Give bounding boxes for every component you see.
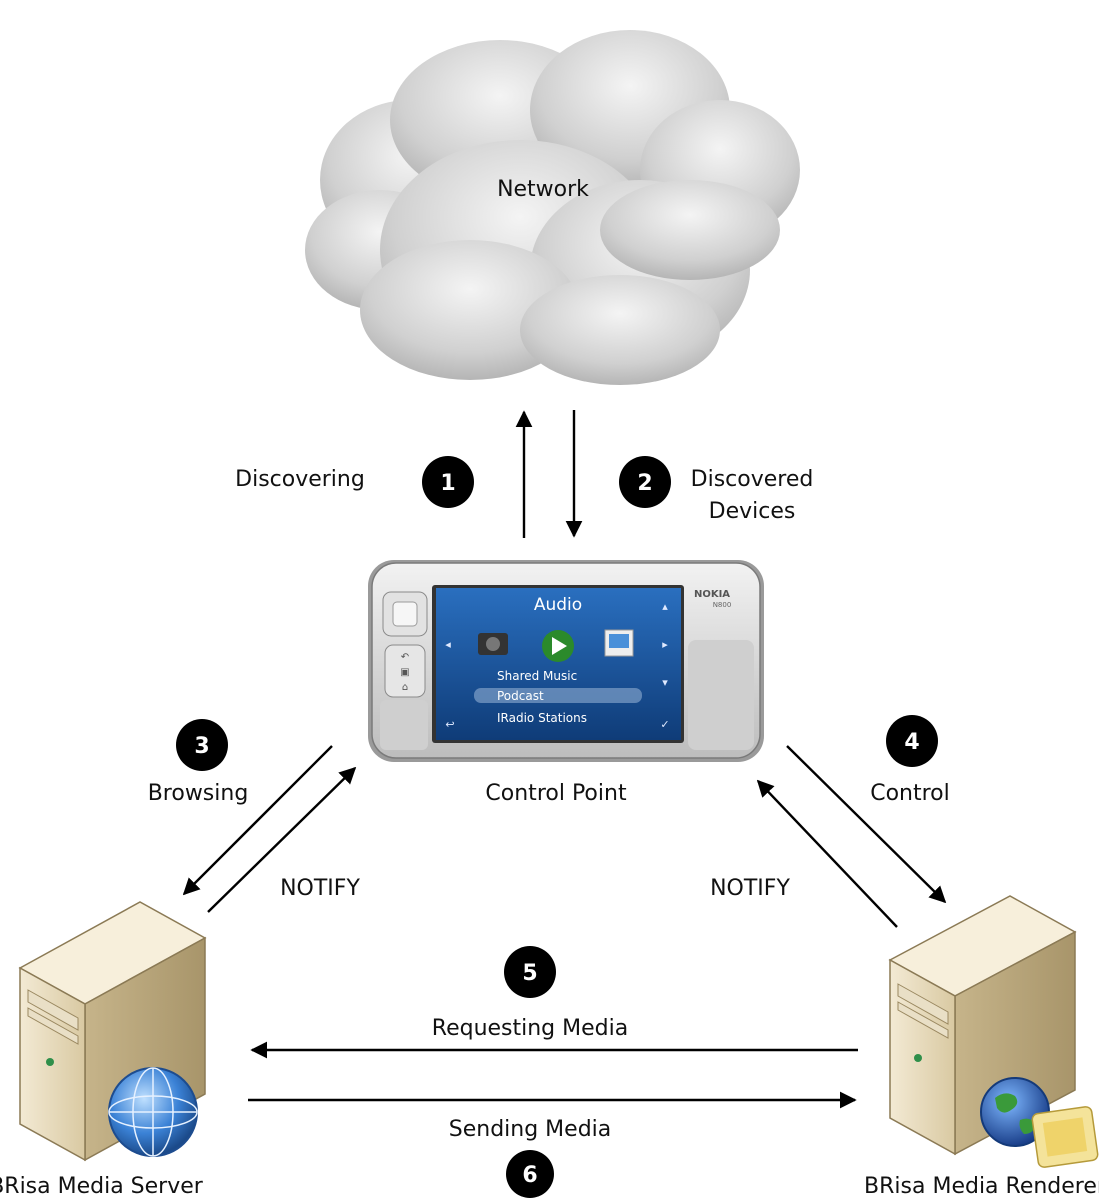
video-icon <box>478 633 508 655</box>
svg-text:⌂: ⌂ <box>402 682 408 693</box>
network-cloud: Network <box>305 30 800 385</box>
notify-left-arrow <box>207 766 357 913</box>
music-icon <box>542 630 574 662</box>
media-renderer-label: BRisa Media Renderer <box>864 1174 1099 1199</box>
media-renderer-icon <box>888 895 1099 1168</box>
control-point-label: Control Point <box>485 781 627 806</box>
notify-right-arrow <box>756 779 898 928</box>
screen-check-icon: ✓ <box>660 718 669 731</box>
step-1-badge: 1 <box>422 456 474 508</box>
browsing-arrow <box>182 745 333 896</box>
step-6-badge: 6 <box>506 1150 554 1198</box>
screen-arrow-left-icon: ◂ <box>445 638 451 651</box>
step-5-label: Requesting Media <box>432 1016 628 1041</box>
step-6-label: Sending Media <box>449 1117 612 1142</box>
step-5-badge: 5 <box>504 946 556 998</box>
step-3-badge: 3 <box>176 719 228 771</box>
notify-right-label: NOTIFY <box>710 876 790 901</box>
side-buttons: ↶ ▣ ⌂ <box>384 644 426 698</box>
step-4-badge: 4 <box>886 715 938 767</box>
svg-text:3: 3 <box>194 734 209 759</box>
photo-icon <box>604 629 634 657</box>
dpad-icon <box>382 591 428 637</box>
screen-arrow-down-icon: ▾ <box>662 676 668 689</box>
step-4-label: Control <box>870 781 950 806</box>
step-3-label: Browsing <box>148 781 249 806</box>
step-2-label-line2: Devices <box>709 499 796 524</box>
control-point-device: ↶ ▣ ⌂ NOKIA N800 Audio ◂ ▸ ▴ ▾ ↩ <box>368 560 764 762</box>
speaker-grille <box>380 640 754 750</box>
svg-text:2: 2 <box>637 471 652 496</box>
control-arrow <box>786 745 947 904</box>
device-screen <box>436 588 681 740</box>
media-server-label: BRisa Media Server <box>0 1174 204 1199</box>
screen-back-icon: ↩ <box>445 718 454 731</box>
svg-text:↶: ↶ <box>401 652 409 663</box>
svg-text:4: 4 <box>904 730 919 755</box>
step-2-badge: 2 <box>619 456 671 508</box>
svg-text:▣: ▣ <box>400 667 409 678</box>
media-server-icon <box>18 901 207 1162</box>
device-brand: NOKIA <box>694 589 730 600</box>
screen-selection-highlight <box>474 688 642 703</box>
globe-icon <box>108 1067 198 1157</box>
screen-title: Audio <box>534 595 582 615</box>
device-model: N800 <box>713 601 732 609</box>
svg-text:1: 1 <box>440 471 455 496</box>
screen-menu-item-2: Podcast <box>497 689 544 703</box>
svg-text:5: 5 <box>522 961 537 986</box>
film-strip-icon <box>1031 1106 1099 1168</box>
step-2-label-line1: Discovered <box>691 467 814 492</box>
screen-arrow-right-icon: ▸ <box>662 638 668 651</box>
screen-menu-item-3: IRadio Stations <box>497 711 587 725</box>
screen-menu-item-1: Shared Music <box>497 669 577 683</box>
screen-arrow-up-icon: ▴ <box>662 600 668 613</box>
network-label: Network <box>497 177 589 202</box>
step-1-label: Discovering <box>235 467 365 492</box>
svg-text:6: 6 <box>522 1163 537 1188</box>
notify-left-label: NOTIFY <box>280 876 360 901</box>
